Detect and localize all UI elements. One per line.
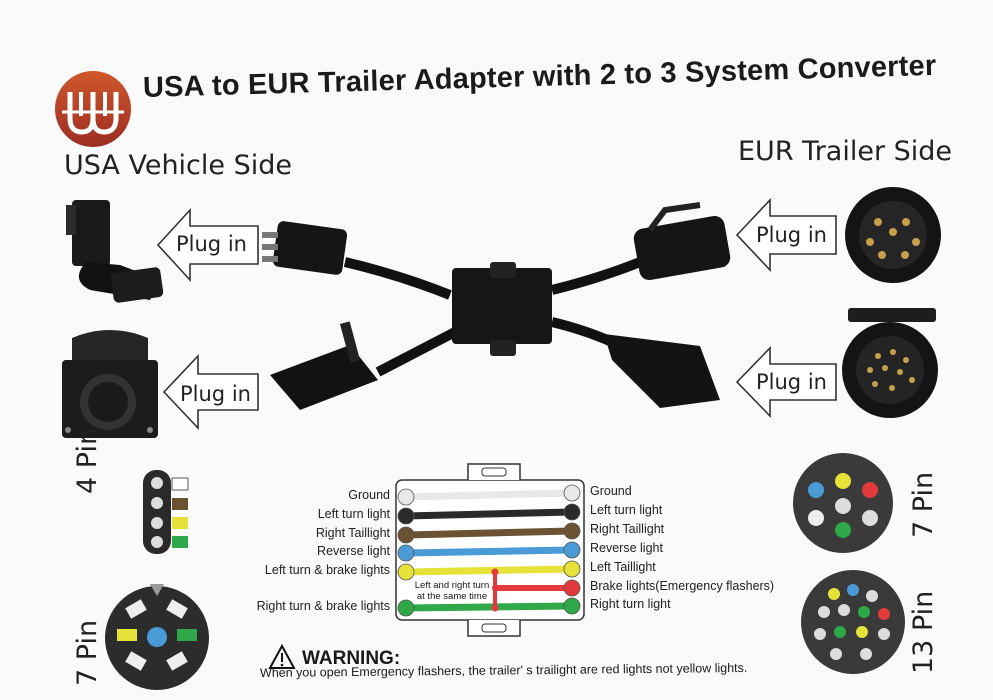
eur-trailer-side-label: EUR Trailer Side: [738, 136, 953, 167]
plug-in-label-usa-7pin: Plug in: [180, 382, 251, 406]
wire-terminal: [397, 526, 415, 544]
wire-terminal: [563, 597, 581, 615]
plug-in-label-usa-4pin: Plug in: [176, 232, 247, 256]
adapter-eur-13pin-plug-image: [550, 317, 720, 408]
adapter-4-flat-plug-image: [262, 221, 452, 300]
usa-vehicle-side-label: USA Vehicle Side: [64, 150, 292, 181]
usa-4pin-flat-pinout: [143, 470, 189, 554]
plug-in-arrow-usa-4pin: [156, 207, 259, 283]
wiring-left-label: Ground: [348, 488, 390, 502]
wire-terminal: [563, 503, 581, 521]
wiring-right-label: Reverse light: [590, 541, 663, 555]
wire: [402, 546, 576, 557]
eur-13pin-pinout: [801, 570, 905, 674]
wire: [402, 508, 576, 520]
adapter-7-pin-plug-image: [270, 321, 458, 410]
junction-dot: [491, 604, 499, 612]
wire: [402, 489, 576, 501]
wiring-left-label: Reverse light: [317, 544, 390, 558]
wire: [402, 602, 576, 612]
wiring-right-label: Right Taillight: [590, 522, 665, 536]
wiring-left-label: Right Taillight: [315, 526, 390, 540]
simultaneous-turn-note: Left and right turn at the same time: [414, 580, 490, 602]
usa-7pin-round-pinout: [105, 584, 209, 690]
eur-13pin-label: 13 Pin: [908, 590, 939, 674]
wiring-right-label: Ground: [590, 484, 632, 498]
wire-terminal: [563, 560, 581, 578]
wire: [402, 565, 576, 576]
usa-4pin-connector-image: [66, 200, 164, 303]
wiring-left-label: Right turn & brake lights: [256, 599, 390, 613]
plug-in-arrow-usa-7pin: [162, 353, 259, 431]
wiring-right-label: Left Taillight: [590, 560, 656, 574]
plug-in-arrow-eur-13pin: [735, 346, 837, 418]
wire-terminal: [397, 544, 415, 562]
usa-7pin-label: 7 Pin: [72, 619, 103, 686]
wire-terminal: [397, 488, 415, 506]
plug-in-arrow-eur-7pin: [735, 197, 837, 273]
wiring-right-label: Brake lights(Emergency flashers): [590, 579, 775, 593]
wiring-right-label: Right turn light: [590, 597, 671, 611]
wire-terminal: [563, 522, 581, 540]
junction-box-image: [452, 262, 552, 356]
eur-7pin-pinout: [793, 453, 893, 553]
wire-terminal: [397, 507, 415, 525]
wiring-left-label: Left turn & brake lights: [264, 563, 390, 577]
adapter-eur-7pin-plug-image: [550, 202, 731, 295]
eur-7pin-label: 7 Pin: [908, 471, 939, 538]
warning-title: WARNING:: [302, 648, 401, 669]
junction-dot: [491, 568, 499, 576]
plug-in-label-eur-7pin: Plug in: [756, 223, 827, 247]
wire-terminal: [397, 563, 415, 581]
wiring-right-label: Left turn light: [590, 503, 663, 517]
plug-in-label-eur-13pin: Plug in: [756, 370, 827, 394]
wire-terminal: [563, 579, 581, 597]
usa-7pin-socket-image: [62, 330, 158, 438]
brand-logo: [55, 71, 131, 147]
wire-terminal: [397, 599, 415, 617]
wiring-left-label: Left turn light: [317, 507, 390, 521]
eur-13pin-socket-image: [842, 308, 938, 418]
wire-terminal: [563, 484, 581, 502]
wire: [402, 527, 576, 539]
eur-7pin-socket-image: [845, 187, 941, 283]
wire-terminal: [563, 541, 581, 559]
usa-4pin-label: 4 Pin: [72, 427, 103, 494]
warning-triangle-icon: [268, 643, 296, 669]
